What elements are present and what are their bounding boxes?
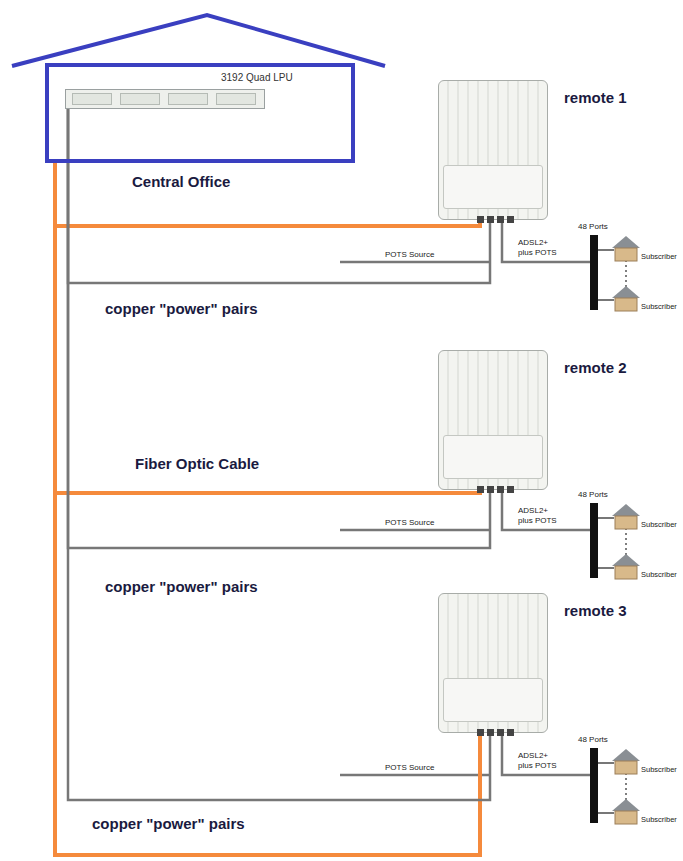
lpu-card	[72, 93, 112, 105]
remote-label: remote 3	[564, 602, 627, 619]
house-roof	[612, 554, 640, 566]
cable-port	[507, 729, 514, 736]
cable-port	[507, 216, 514, 223]
cable-port	[487, 216, 494, 223]
cabinet-door	[443, 435, 543, 479]
copper-pair-line	[68, 109, 490, 283]
subscriber-label: Subscriber	[641, 765, 677, 774]
house-outline: Central Office3192 Quad LPU	[45, 63, 355, 163]
house-body	[615, 566, 637, 579]
drop-wire	[598, 299, 614, 301]
edge-label: Fiber Optic Cable	[135, 455, 259, 472]
pots-wire	[340, 529, 490, 532]
cable-port	[477, 216, 484, 223]
copper-pair-line	[68, 109, 490, 548]
port-label: ADSL2+ plus POTS	[518, 751, 562, 770]
remote-cabinet: remote 1	[438, 80, 548, 220]
remote-cabinet: remote 3	[438, 593, 548, 733]
copper-pair-line	[68, 109, 490, 800]
edge-label: copper "power" pairs	[105, 578, 258, 595]
adsl-wire	[502, 733, 590, 775]
cable-port	[477, 486, 484, 493]
port-label: ADSL2+ plus POTS	[518, 238, 562, 257]
remote-label: remote 2	[564, 359, 627, 376]
device-label: 3192 Quad LPU	[221, 72, 293, 83]
port-count: 48 Ports	[578, 222, 608, 232]
office-label: Central Office	[132, 173, 230, 190]
remote-cabinet: remote 2	[438, 350, 548, 490]
cable-port	[497, 216, 504, 223]
cable-port	[477, 729, 484, 736]
fiber-line	[55, 163, 480, 226]
cabinet-door	[443, 165, 543, 209]
port-panel	[590, 503, 598, 578]
house-roof	[12, 15, 385, 66]
drop-wire	[598, 812, 614, 814]
port-panel	[590, 235, 598, 310]
port-label: POTS Source	[385, 763, 434, 773]
edge-label: copper "power" pairs	[105, 300, 258, 317]
subscriber-label: Subscriber	[641, 815, 677, 824]
house-roof	[612, 236, 640, 248]
adsl-wire	[502, 490, 590, 530]
subscriber-label: Subscriber	[641, 570, 677, 579]
cable-port	[487, 729, 494, 736]
subscriber-label: Subscriber	[641, 302, 677, 311]
cable-port	[487, 486, 494, 493]
port-count: 48 Ports	[578, 490, 608, 500]
lpu-card	[168, 93, 208, 105]
cable-port	[507, 486, 514, 493]
fiber-line	[55, 163, 480, 493]
house-roof	[612, 749, 640, 761]
fiber-line	[55, 163, 480, 855]
pots-wire	[340, 774, 490, 777]
house-body	[615, 811, 637, 824]
port-label: ADSL2+ plus POTS	[518, 506, 562, 525]
pots-wire	[340, 261, 490, 264]
house-body	[615, 516, 637, 529]
drop-wire	[598, 567, 614, 569]
subscriber-label: Subscriber	[641, 252, 677, 261]
subscriber-label: Subscriber	[641, 520, 677, 529]
lpu-shelf: 3192 Quad LPU	[65, 89, 265, 109]
drop-wire	[598, 249, 614, 251]
house-body	[615, 248, 637, 261]
dotted-line	[625, 773, 627, 801]
house-roof	[612, 504, 640, 516]
remote-label: remote 1	[564, 89, 627, 106]
port-panel	[590, 748, 598, 823]
drop-wire	[598, 762, 614, 764]
dotted-line	[625, 528, 627, 556]
house-roof	[612, 286, 640, 298]
port-label: POTS Source	[385, 250, 434, 260]
house-roof	[612, 799, 640, 811]
cable-port	[497, 729, 504, 736]
drop-wire	[598, 517, 614, 519]
port-label: POTS Source	[385, 518, 434, 528]
lpu-card	[120, 93, 160, 105]
adsl-wire	[502, 220, 590, 262]
port-count: 48 Ports	[578, 735, 608, 745]
house-body	[615, 761, 637, 774]
cable-port	[497, 486, 504, 493]
house-body	[615, 298, 637, 311]
edge-label: copper "power" pairs	[92, 815, 245, 832]
dotted-line	[625, 260, 627, 288]
cabinet-door	[443, 678, 543, 722]
lpu-card	[216, 93, 256, 105]
